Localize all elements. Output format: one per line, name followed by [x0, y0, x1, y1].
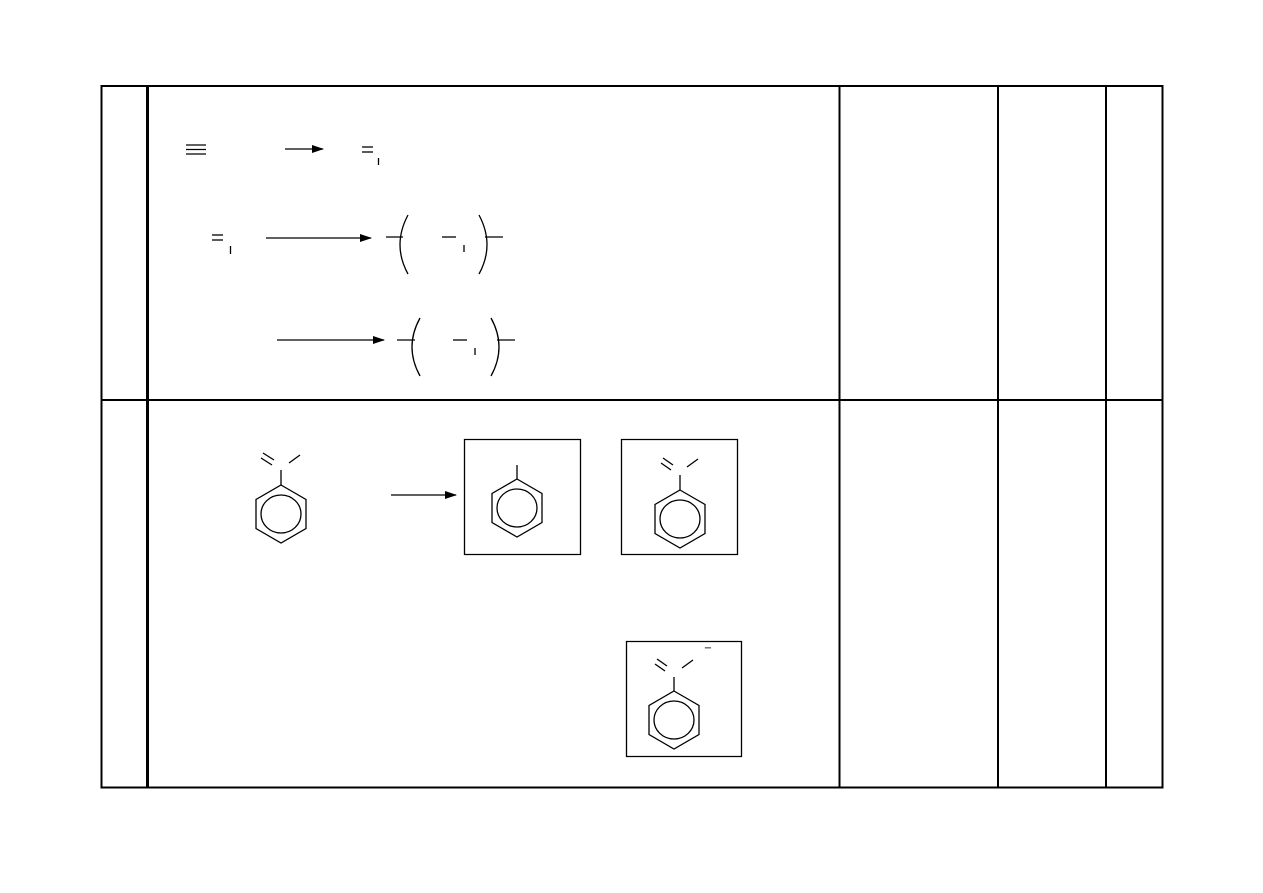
- carbonyl-bond: [655, 664, 665, 671]
- methyl-bond: [682, 660, 693, 668]
- answer-table-grid: [102, 86, 1163, 788]
- reaction-scheme-3: [277, 318, 515, 376]
- carbonyl-bond: [663, 458, 673, 465]
- carbonyl-bond: [261, 458, 272, 465]
- polymer-right-bracket: [479, 215, 487, 274]
- starting-aromatic-ketone: [255, 453, 307, 544]
- methyl-bond: [289, 455, 300, 463]
- carbonyl-bond: [661, 463, 671, 470]
- answer-box-2: [622, 440, 738, 555]
- reaction-scheme-1: [186, 145, 379, 165]
- carbonyl-bond: [263, 453, 274, 460]
- methyl-bond: [687, 459, 698, 467]
- polymer-left-bracket: [400, 215, 408, 274]
- negative-charge-sign: −: [704, 643, 712, 654]
- reaction-scheme-2: [212, 215, 503, 274]
- answer-box-1: [465, 440, 581, 555]
- polymer-right-bracket: [491, 318, 499, 376]
- carbonyl-bond: [657, 659, 667, 666]
- table-outer-border: [102, 86, 1163, 788]
- polymer-left-bracket: [412, 318, 420, 376]
- answer-box-3: [627, 642, 742, 757]
